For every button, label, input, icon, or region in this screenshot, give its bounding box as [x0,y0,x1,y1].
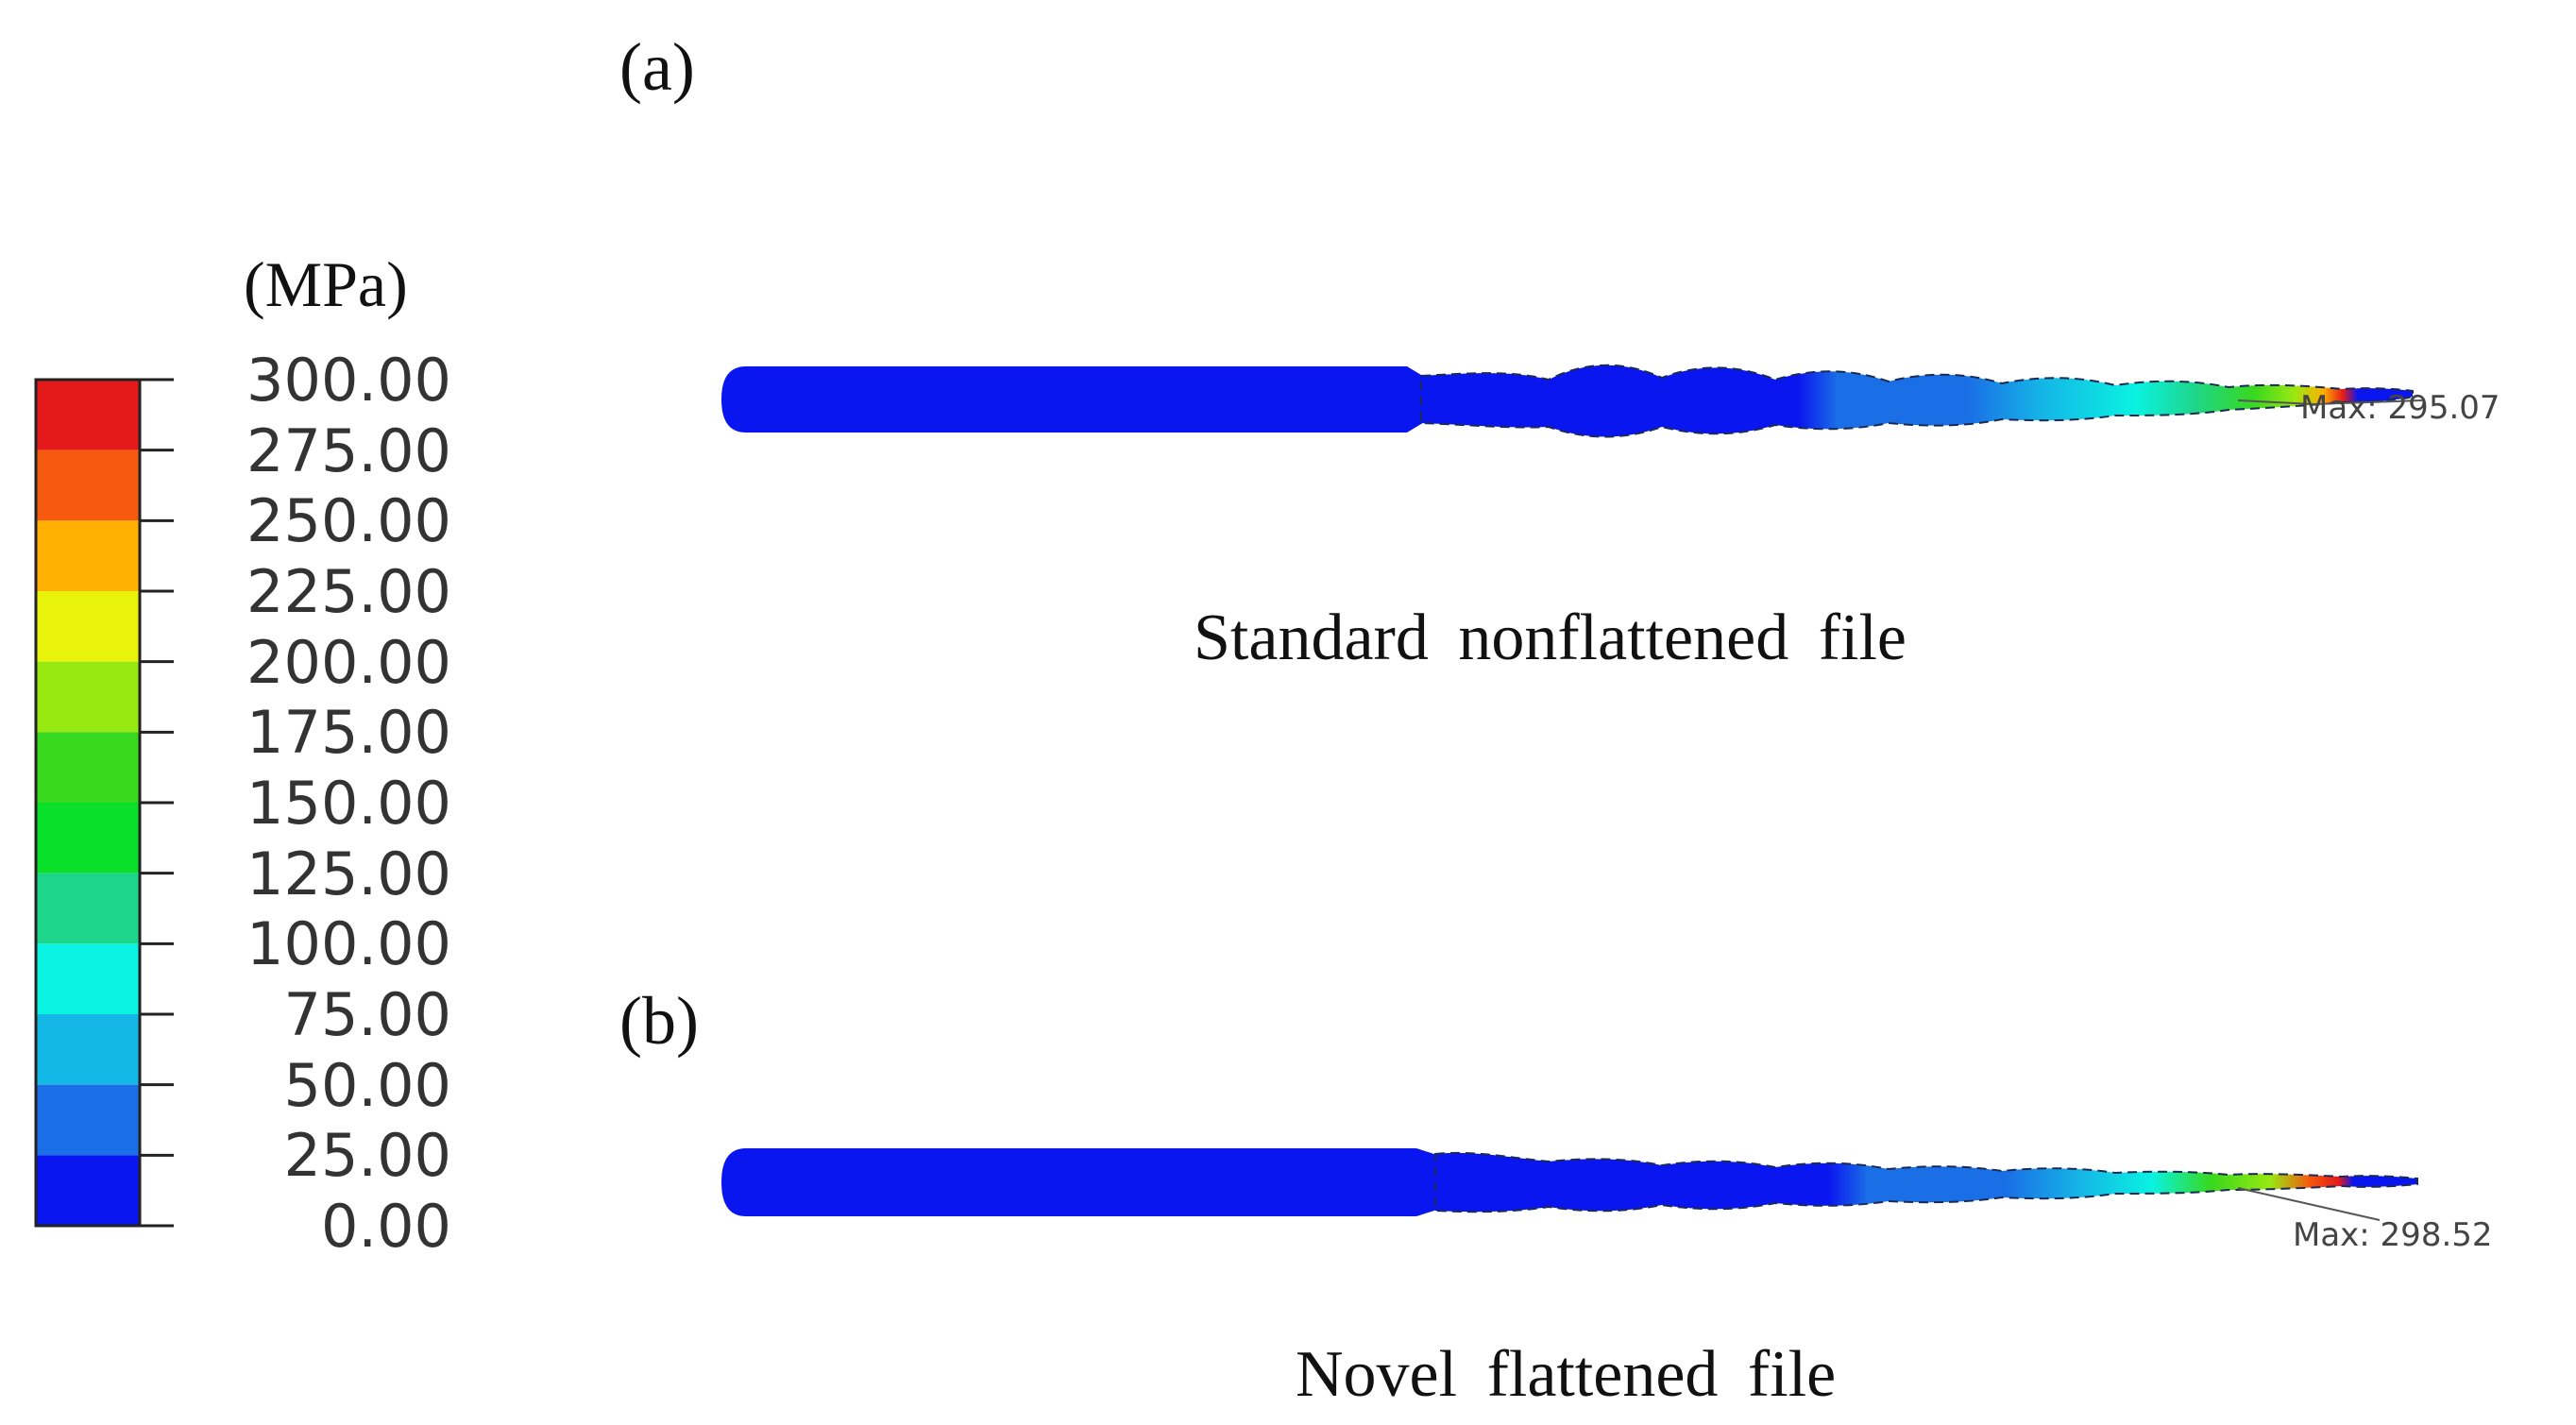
max-label-a: Max: 295.07 [2300,389,2500,427]
legend-band [36,520,140,591]
caption-a: Standard nonflattened file [1194,602,1907,674]
legend-tick-label: 275.00 [246,416,451,485]
legend-tick-label: 300.00 [246,346,451,415]
legend-tick-label: 250.00 [246,486,451,556]
caption-b: Novel flattened file [1296,1338,1837,1411]
legend-tick-label: 200.00 [246,627,451,697]
legend-tick-label: 175.00 [246,698,451,768]
legend-bands [34,378,142,1228]
legend-tick-label: 75.00 [283,980,452,1049]
legend-band [36,1084,140,1156]
legend-band [36,591,140,662]
legend-unit: (MPa) [244,248,408,320]
legend-band [36,1155,140,1226]
legend-tick-label: 0.00 [320,1192,451,1261]
panel-a-label: (a) [619,29,695,105]
legend-band [36,450,140,521]
legend-band [36,380,140,450]
max-label-b: Max: 298.52 [2293,1216,2493,1254]
file-model-a [721,364,2423,438]
legend-tick-label: 150.00 [246,769,451,838]
legend-band [36,873,140,944]
legend-ticks [140,378,174,1228]
legend-band [36,661,140,733]
legend-band [36,732,140,803]
legend-tick-label: 125.00 [246,839,451,908]
panel-b-label: (b) [619,983,699,1059]
legend-tick-label: 100.00 [246,909,451,979]
legend-tick-label: 225.00 [246,557,451,626]
legend-band [36,1014,140,1085]
legend-tick-label: 50.00 [283,1050,452,1120]
legend-band [36,803,140,874]
file-model-b [721,1148,2418,1221]
legend-tick-label: 25.00 [283,1121,452,1191]
legend-band [36,943,140,1014]
